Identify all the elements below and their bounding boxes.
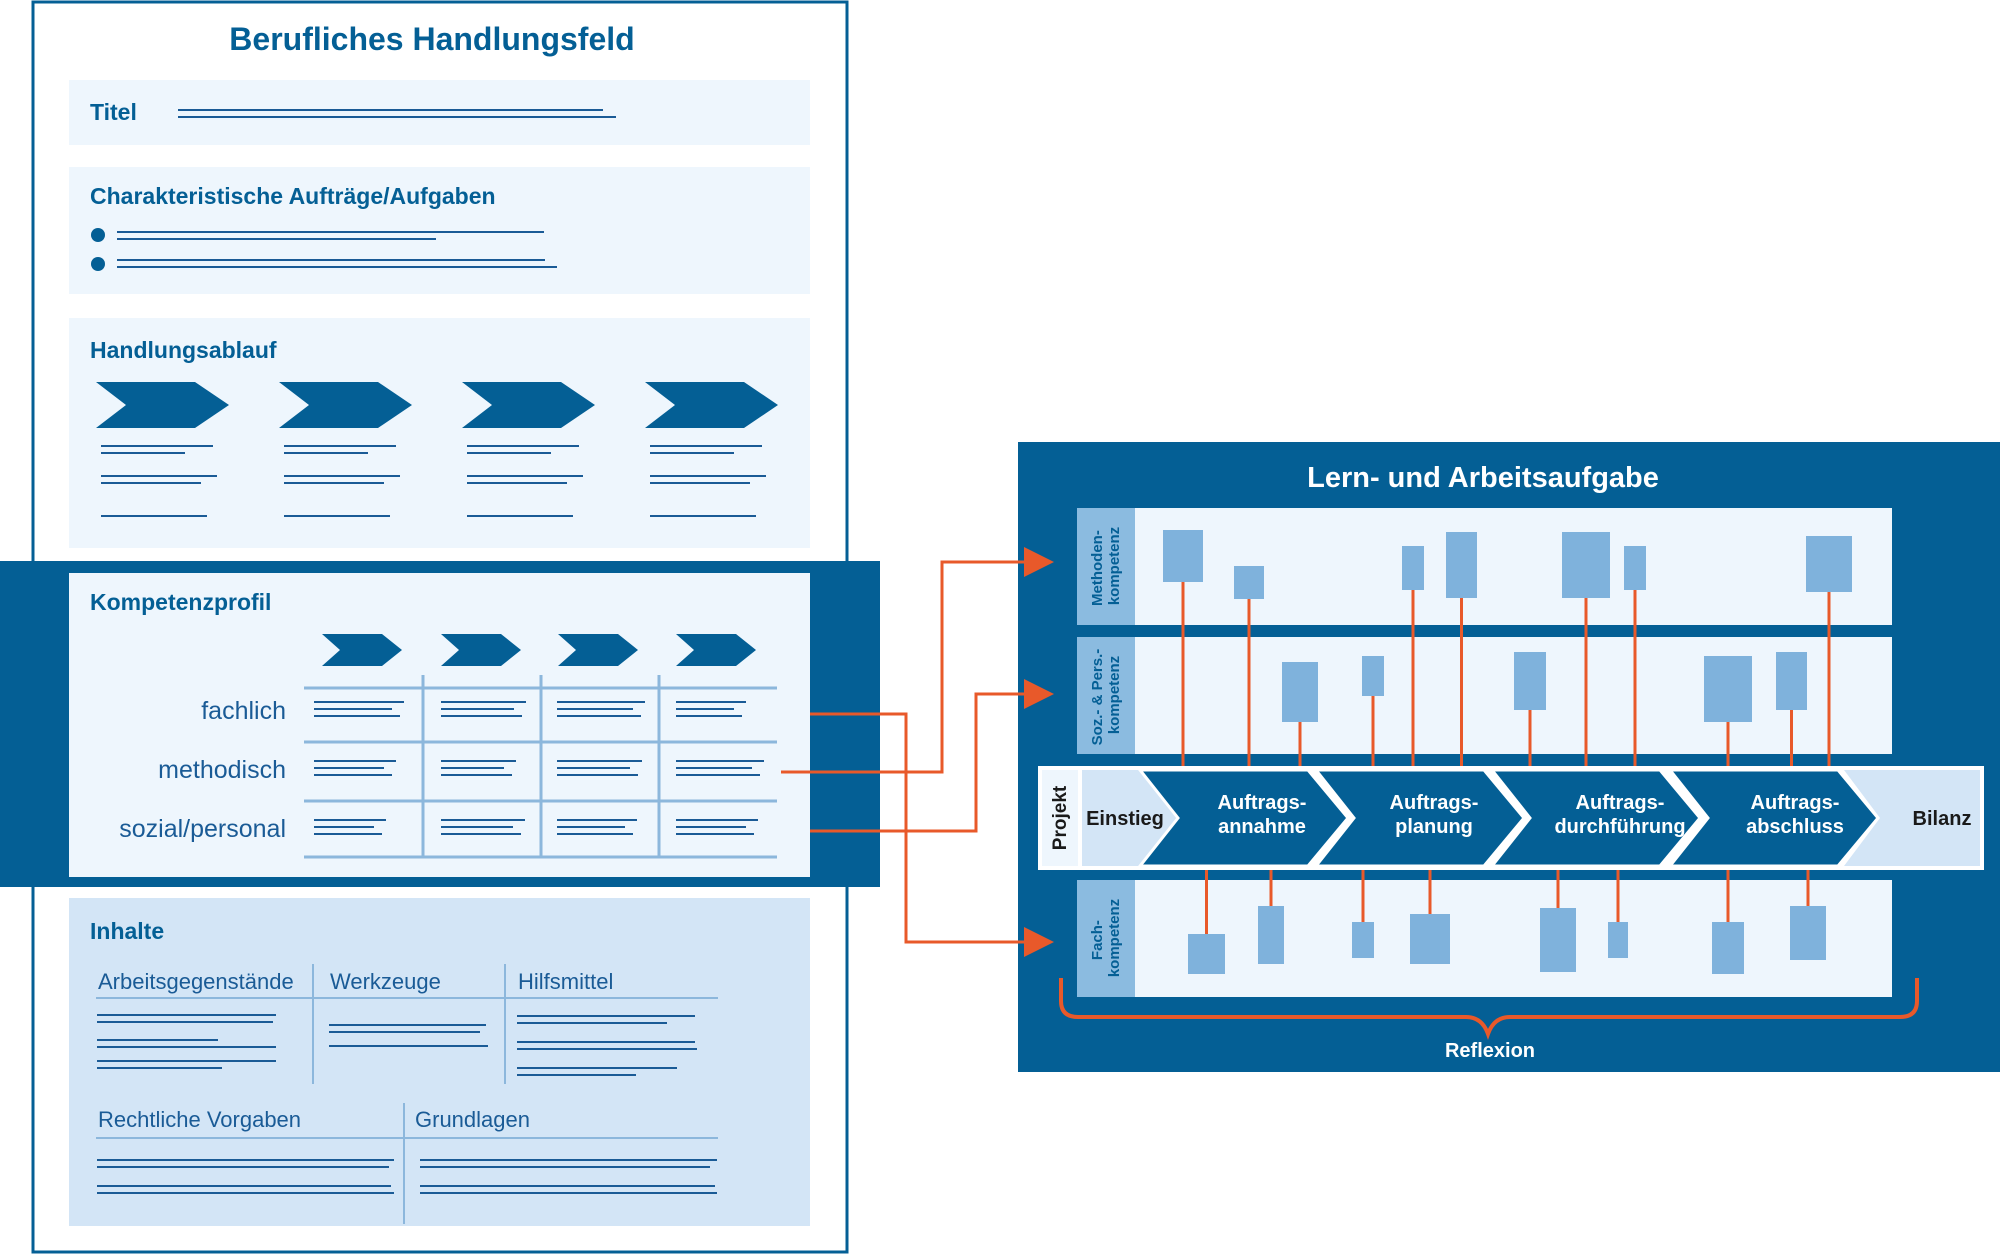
arrow-sozial-to-soz <box>810 679 1054 833</box>
kompetenz-row-sozial: sozial/personal <box>119 815 286 843</box>
activity-box <box>1806 536 1852 592</box>
activity-box <box>1540 908 1576 972</box>
bullet-icon <box>91 257 105 271</box>
inhalte-col-werkzeuge: Werkzeuge <box>330 969 441 994</box>
step-auftrag-3 <box>1488 768 1702 868</box>
activity-box <box>1776 652 1807 710</box>
activity-box <box>1234 566 1264 599</box>
auftraege-section: Charakteristische Aufträge/Aufgaben <box>69 167 810 294</box>
band-soz-pers <box>1077 637 1892 754</box>
activity-box <box>1410 914 1450 964</box>
kompetenz-step-2 <box>441 634 521 666</box>
activity-box <box>1562 532 1610 598</box>
kompetenzprofil-section: Kompetenzprofil fachlich methodisch sozi… <box>0 561 880 887</box>
step-label: Auftrags- <box>1576 792 1665 814</box>
step-label: Auftrags- <box>1218 792 1307 814</box>
kompetenz-row-fachlich: fachlich <box>201 697 286 725</box>
titel-label: Titel <box>90 99 137 125</box>
step-label: Auftrags- <box>1751 792 1840 814</box>
activity-box <box>1163 530 1203 582</box>
projekt-label: Projekt <box>1050 785 1071 850</box>
inhalte-col-rechtliche-vorgaben: Rechtliche Vorgaben <box>98 1107 301 1132</box>
activity-box <box>1704 656 1752 722</box>
activity-box <box>1258 906 1284 964</box>
step-auftrag-4 <box>1666 768 1880 868</box>
activity-box <box>1712 922 1744 974</box>
lernaufgabe-title: Lern- und Arbeitsaufgabe <box>1307 462 1659 494</box>
arrow-methodisch-to-methoden <box>781 547 1054 774</box>
bullet-icon <box>91 228 105 242</box>
band-fach-label: Fach- kompetenz <box>1089 899 1123 977</box>
activity-box <box>1446 532 1477 598</box>
lern-und-arbeitsaufgabe: Lern- und Arbeitsaufgabe Methoden- kompe… <box>1018 442 2000 1072</box>
handlungsablauf-label: Handlungsablauf <box>90 337 277 363</box>
step-auftrag-2 <box>1312 768 1526 868</box>
handlungsablauf-step-4 <box>645 382 778 428</box>
handlungsablauf-section: Handlungsablauf <box>69 318 810 548</box>
step-label: Bilanz <box>1913 808 1972 830</box>
kompetenz-step-4 <box>676 634 756 666</box>
activity-box <box>1514 652 1546 710</box>
inhalte-label: Inhalte <box>90 918 164 944</box>
kompetenz-row-methodisch: methodisch <box>158 756 286 784</box>
inhalte-section: Inhalte Arbeitsgegenstände Werkzeuge Hil… <box>69 898 810 1226</box>
inhalte-col-arbeitsgegenstaende: Arbeitsgegenstände <box>98 969 294 994</box>
step-label: planung <box>1395 816 1473 838</box>
step-label: durchführung <box>1554 816 1685 838</box>
step-label: Auftrags- <box>1390 792 1479 814</box>
link-arrows <box>781 547 1054 957</box>
inhalte-col-grundlagen: Grundlagen <box>415 1107 530 1132</box>
handlungsablauf-step-3 <box>462 382 595 428</box>
handlungsablauf-step-2 <box>279 382 412 428</box>
step-label: Einstieg <box>1086 808 1164 830</box>
band-soz-pers-label: Soz.- & Pers.- kompetenz <box>1089 645 1123 746</box>
activity-box <box>1402 546 1424 590</box>
reflexion-label: Reflexion <box>1445 1040 1535 1062</box>
band-methoden <box>1077 508 1892 625</box>
step-label: abschluss <box>1746 816 1844 838</box>
kompetenz-step-1 <box>322 634 402 666</box>
activity-box <box>1608 922 1628 958</box>
band-methoden-label: Methoden- kompetenz <box>1089 526 1123 606</box>
step-label: annahme <box>1218 816 1306 838</box>
arrow-fachlich-to-fach <box>810 712 1054 957</box>
step-bilanz <box>1844 770 1980 866</box>
kompetenz-step-3 <box>558 634 638 666</box>
inhalte-col-hilfsmittel: Hilfsmittel <box>518 969 613 994</box>
handlungsfeld-title: Berufliches Handlungsfeld <box>229 21 634 57</box>
activity-box <box>1362 656 1384 696</box>
activity-box <box>1624 546 1646 590</box>
kompetenzprofil-label: Kompetenzprofil <box>90 589 271 615</box>
step-auftrag-1 <box>1136 768 1350 868</box>
process-bar: Projekt EinstiegAuftrags-annahmeAuftrags… <box>1038 766 1984 870</box>
auftraege-label: Charakteristische Aufträge/Aufgaben <box>90 183 496 209</box>
titel-section: Titel <box>69 80 810 145</box>
activity-box <box>1790 906 1826 960</box>
activity-box <box>1282 662 1318 722</box>
activity-box <box>1352 922 1374 958</box>
reflexion-brace <box>1059 978 1919 1041</box>
activity-box <box>1188 934 1225 974</box>
handlungsablauf-step-1 <box>96 382 229 428</box>
